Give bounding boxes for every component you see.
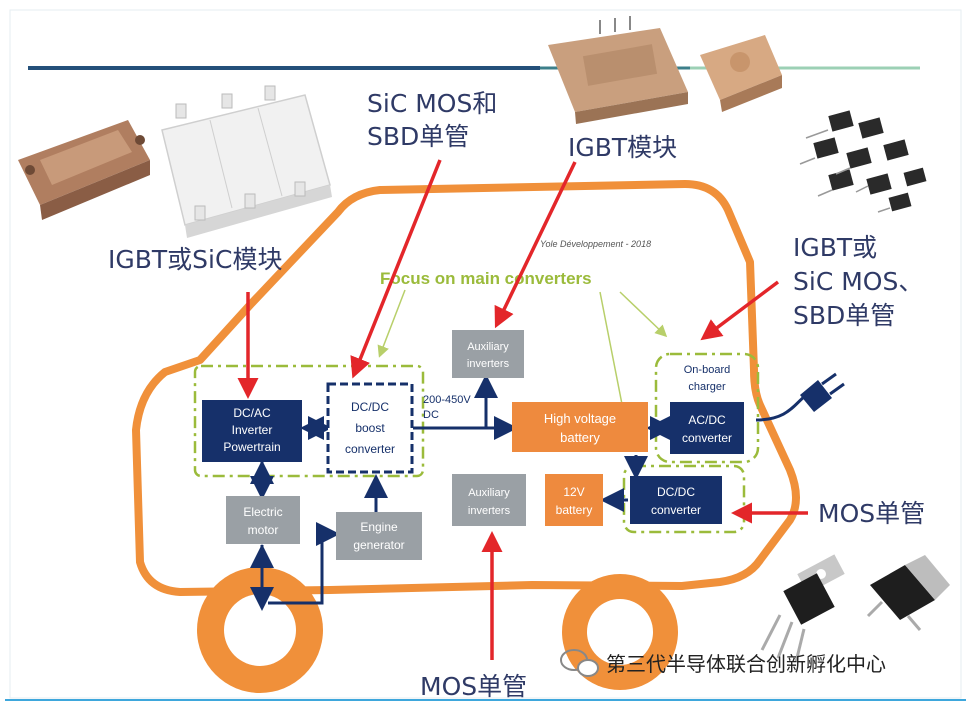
to220-transistor-icon [760, 554, 845, 663]
svg-text:Auxiliary: Auxiliary [468, 487, 510, 499]
block-acdc-converter: AC/DC converter [670, 402, 744, 454]
block-engine-generator: Engine generator [336, 512, 422, 560]
front-wheel-hub [587, 599, 653, 665]
focus-arrow-3 [619, 291, 668, 338]
watermark: 第三代半导体联合创新孵化中心 [560, 649, 886, 677]
label-igbt-module: IGBT模块 [568, 133, 677, 162]
svg-text:12V: 12V [563, 485, 584, 499]
svg-text:DC/AC: DC/AC [233, 406, 271, 420]
svg-text:On-board: On-board [684, 364, 730, 376]
dpak-transistor-icon [866, 555, 950, 631]
block-hv-battery: High voltage battery [512, 402, 648, 452]
svg-text:inverters: inverters [468, 505, 511, 517]
label-sic-mos-sbd-2: SBD单管 [367, 122, 469, 151]
focus-region-charger [654, 352, 760, 464]
block-dcdc-converter: DC/DC converter [630, 476, 722, 524]
igbt-module-brown-left-icon [18, 120, 150, 220]
block-12v-battery: 12V battery [545, 474, 603, 526]
onboard-charger-label: On-board charger [684, 364, 730, 393]
svg-text:generator: generator [353, 538, 404, 552]
igbt-module-top-icon [548, 16, 688, 124]
charging-plug-icon [800, 372, 845, 412]
label-igbt-sic-sbd-3: SBD单管 [793, 301, 895, 330]
svg-text:charger: charger [688, 381, 726, 393]
frame-border [9, 9, 962, 699]
svg-text:DC/DC: DC/DC [351, 400, 389, 414]
svg-text:boost: boost [355, 421, 385, 435]
svg-text:inverters: inverters [467, 358, 510, 370]
svg-text:converter: converter [345, 442, 395, 456]
svg-text:converter: converter [682, 431, 732, 445]
igbt-module-small-icon [700, 35, 782, 112]
svg-text:motor: motor [248, 523, 279, 537]
svg-text:battery: battery [556, 503, 593, 517]
block-aux-inverters-top: Auxiliary inverters [452, 330, 524, 378]
svg-text:Powertrain: Powertrain [223, 440, 280, 454]
focus-region-dcdc [622, 464, 746, 534]
svg-text:battery: battery [560, 430, 600, 445]
discrete-transistors-icon [799, 110, 927, 213]
red-arrows [237, 159, 808, 660]
label-igbt-sic-sbd-2: SiC MOS、 [793, 267, 923, 296]
svg-text:DC: DC [423, 409, 439, 421]
svg-text:converter: converter [651, 503, 701, 517]
label-mos-bottom: MOS单管 [420, 672, 527, 701]
focus-caption: Focus on main converters [380, 269, 592, 288]
svg-text:High voltage: High voltage [544, 411, 616, 426]
label-sic-mos-sbd-1: SiC MOS和 [367, 89, 497, 118]
rear-wheel-hub [224, 594, 296, 666]
block-aux-inverters-bottom: Auxiliary inverters [452, 474, 526, 526]
block-boost-converter: DC/DC boost converter [326, 382, 414, 474]
voltage-label: 200-450V DC [423, 394, 471, 421]
igbt-module-white-icon [161, 85, 332, 238]
wechat-icon [560, 649, 599, 677]
svg-text:Engine: Engine [360, 520, 398, 534]
svg-text:Electric: Electric [243, 505, 282, 519]
label-igbt-sic-sbd-1: IGBT或 [793, 233, 877, 262]
watermark-text: 第三代半导体联合创新孵化中心 [606, 652, 886, 676]
svg-text:AC/DC: AC/DC [688, 413, 726, 427]
focus-arrow-1 [377, 289, 406, 358]
vehicle-outline [132, 180, 800, 596]
svg-text:200-450V: 200-450V [423, 394, 471, 406]
label-mos-right: MOS单管 [818, 499, 925, 528]
source-credit: Yole Développement - 2018 [540, 239, 651, 249]
svg-text:DC/DC: DC/DC [657, 485, 695, 499]
label-igbt-or-sic-module: IGBT或SiC模块 [108, 245, 282, 274]
focus-region-left [193, 364, 425, 478]
svg-text:Inverter: Inverter [232, 423, 273, 437]
svg-text:Auxiliary: Auxiliary [467, 341, 509, 353]
block-electric-motor: Electric motor [226, 496, 300, 544]
block-inverter: DC/AC Inverter Powertrain [202, 400, 302, 462]
